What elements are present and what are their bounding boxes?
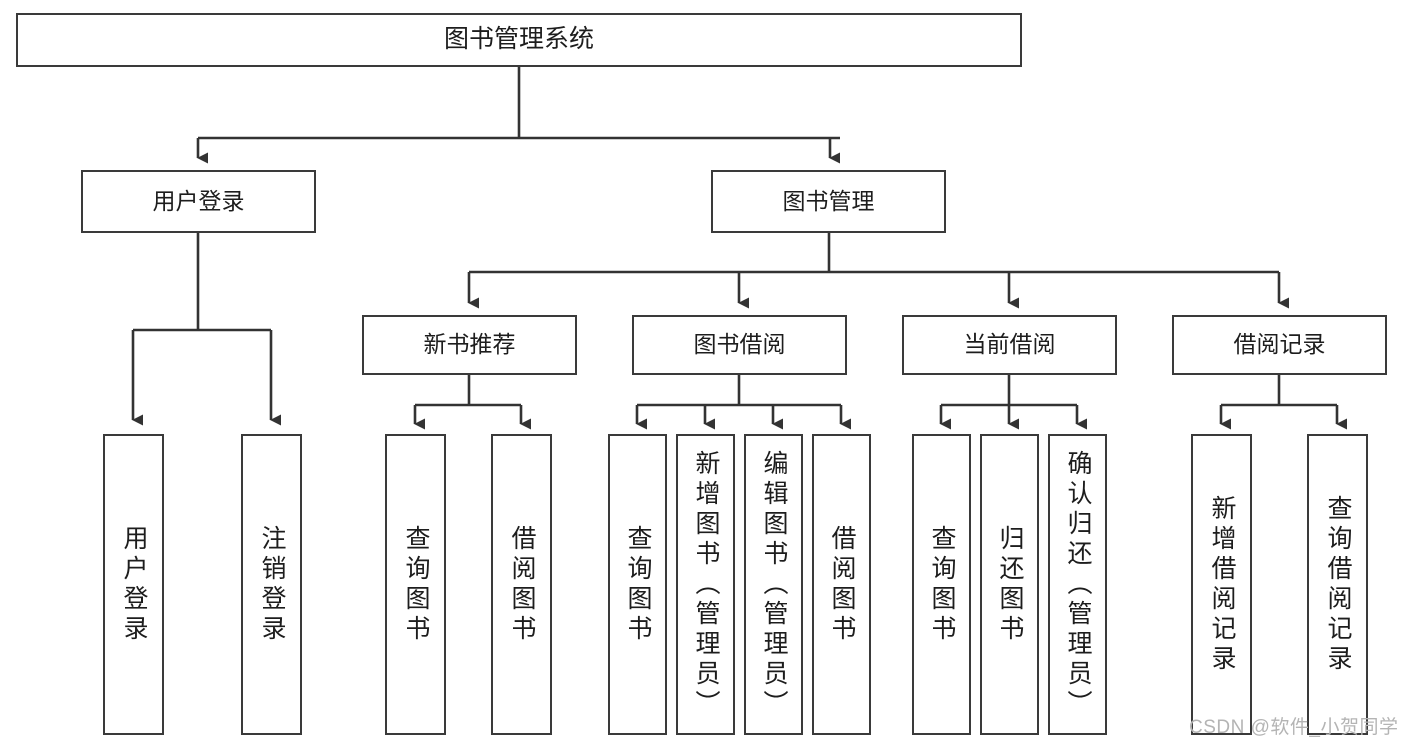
node-leaf-add-record[interactable]: 新增借阅记录 <box>1191 434 1252 735</box>
node-book-management-system[interactable]: 图书管理系统 <box>16 13 1022 67</box>
node-label: 查询图书 <box>624 524 652 645</box>
node-label: 借阅图书 <box>828 524 856 645</box>
node-label: 查询图书 <box>402 524 430 645</box>
node-label: 新书推荐 <box>423 331 516 358</box>
node-leaf-logout[interactable]: 注销登录 <box>241 434 302 735</box>
node-label: 借阅记录 <box>1233 331 1326 358</box>
node-leaf-return-book[interactable]: 归还图书 <box>980 434 1039 735</box>
node-leaf-query-record[interactable]: 查询借阅记录 <box>1307 434 1368 735</box>
node-leaf-query-book-3[interactable]: 查询图书 <box>912 434 971 735</box>
node-leaf-user-login[interactable]: 用户登录 <box>103 434 164 735</box>
node-label: 图书借阅 <box>693 331 786 358</box>
node-book-management[interactable]: 图书管理 <box>711 170 946 233</box>
node-label: 查询借阅记录 <box>1324 494 1352 675</box>
node-leaf-query-book-2[interactable]: 查询图书 <box>608 434 667 735</box>
node-leaf-confirm-return[interactable]: 确认归还（管理员） <box>1048 434 1107 735</box>
node-leaf-query-book-1[interactable]: 查询图书 <box>385 434 446 735</box>
node-label: 新增借阅记录 <box>1208 494 1236 675</box>
node-label: 确认归还（管理员） <box>1064 449 1092 720</box>
node-label: 归还图书 <box>996 524 1024 645</box>
node-label: 当前借阅 <box>963 331 1056 358</box>
node-label: 用户登录 <box>152 187 245 214</box>
node-label: 用户登录 <box>120 524 148 645</box>
node-label: 图书管理系统 <box>443 25 594 54</box>
node-current-borrow[interactable]: 当前借阅 <box>902 315 1117 375</box>
node-label: 注销登录 <box>258 524 286 645</box>
node-label: 图书管理 <box>782 187 875 214</box>
node-label: 编辑图书（管理员） <box>760 449 788 720</box>
node-book-borrow[interactable]: 图书借阅 <box>632 315 847 375</box>
node-user-login[interactable]: 用户登录 <box>81 170 316 233</box>
node-label: 借阅图书 <box>508 524 536 645</box>
watermark: CSDN @软件_小贺同学 <box>1189 717 1399 738</box>
node-leaf-borrow-book-2[interactable]: 借阅图书 <box>812 434 871 735</box>
node-leaf-add-book[interactable]: 新增图书（管理员） <box>676 434 735 735</box>
node-label: 新增图书（管理员） <box>692 449 720 720</box>
node-leaf-edit-book[interactable]: 编辑图书（管理员） <box>744 434 803 735</box>
node-leaf-borrow-book-1[interactable]: 借阅图书 <box>491 434 552 735</box>
node-label: 查询图书 <box>928 524 956 645</box>
node-borrow-record[interactable]: 借阅记录 <box>1172 315 1387 375</box>
node-new-book-recommend[interactable]: 新书推荐 <box>362 315 577 375</box>
